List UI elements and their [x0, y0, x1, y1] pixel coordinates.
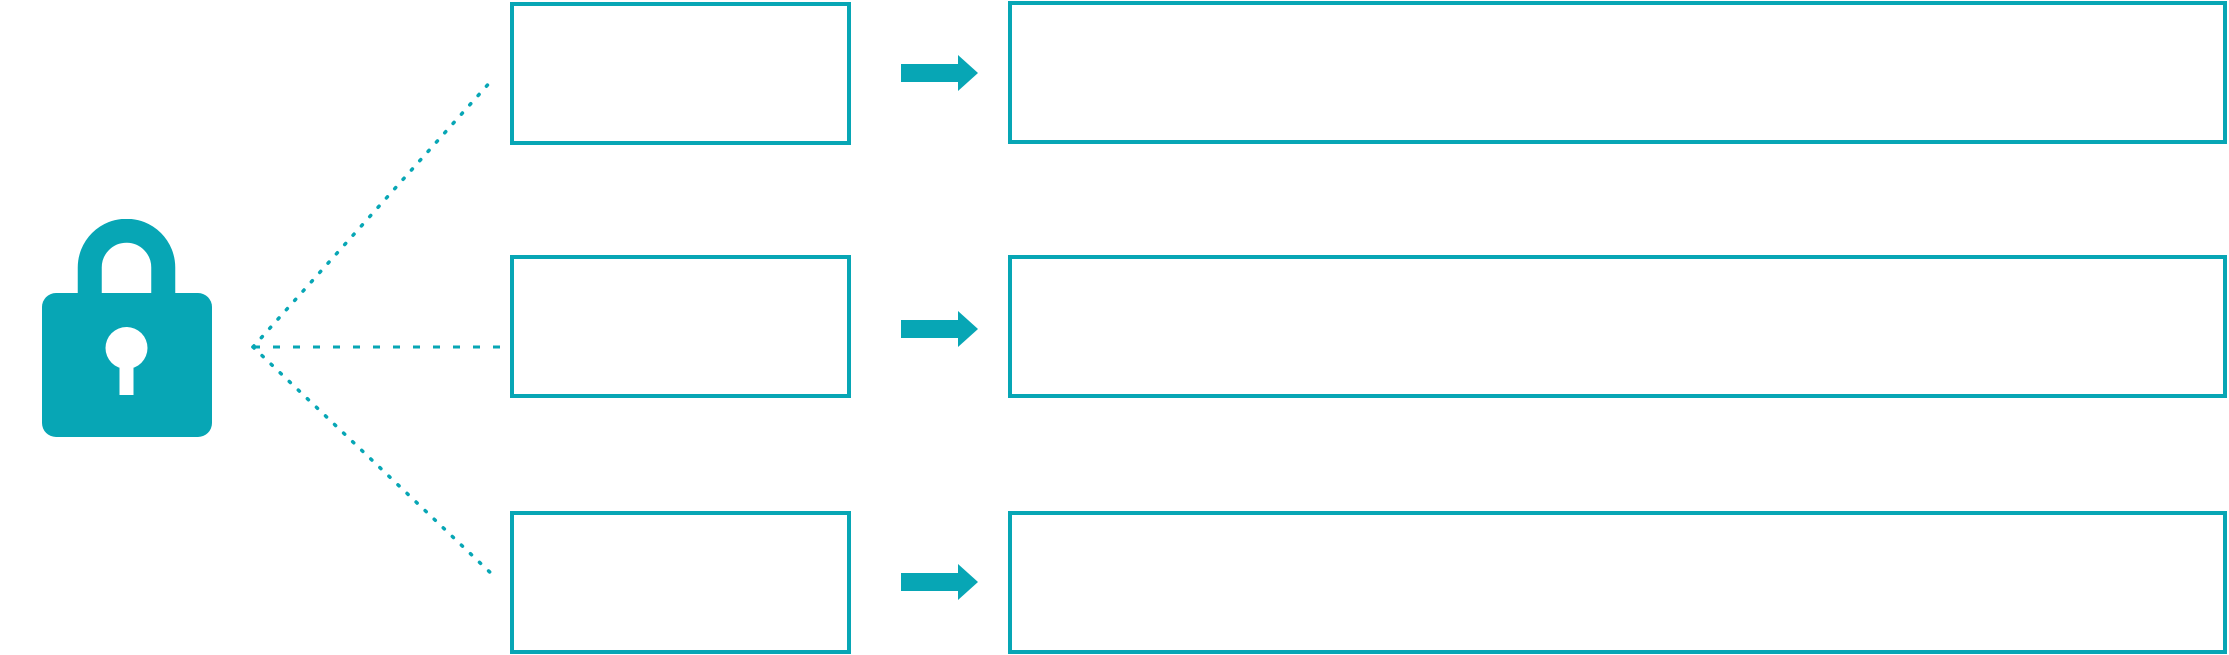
lock-keyhole-stem — [119, 348, 134, 395]
description-box-3 — [1008, 511, 2227, 654]
description-box-1 — [1008, 1, 2227, 144]
arrow-right-icon — [901, 55, 978, 91]
lock-shackle — [77, 219, 176, 309]
keyword-box-3 — [510, 511, 851, 654]
lock-icon — [42, 219, 212, 437]
keyword-box-1 — [510, 2, 851, 145]
dotted-line-top — [251, 78, 494, 349]
arrow-right-icon — [901, 311, 978, 347]
keyword-box-2 — [510, 255, 851, 398]
description-box-2 — [1008, 255, 2227, 398]
arrow-right-icon — [901, 564, 978, 600]
dotted-line-bottom — [251, 345, 498, 580]
